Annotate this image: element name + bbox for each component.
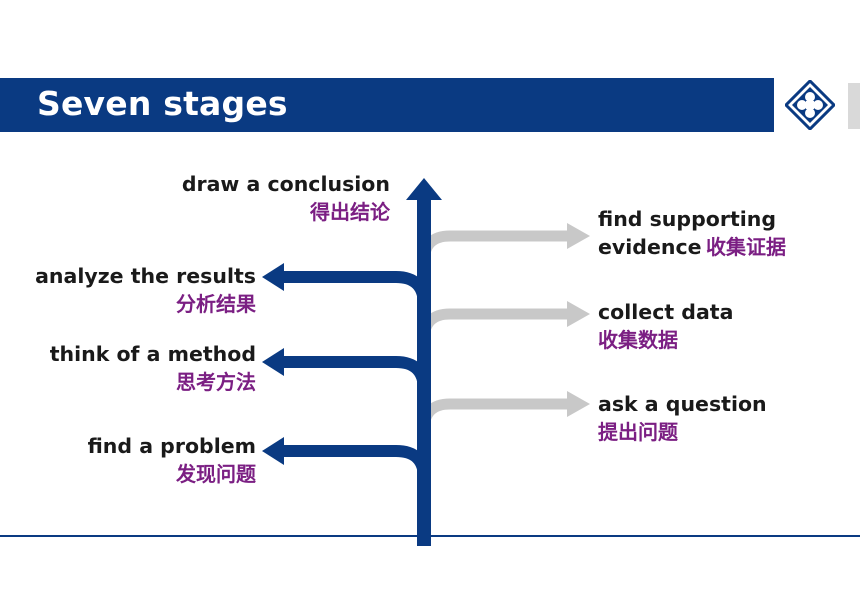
stage-find-supporting-evidence: find supporting evidence 收集证据 <box>598 205 858 261</box>
stage-ask-a-question: ask a question 提出问题 <box>598 390 858 446</box>
stage-draw-a-conclusion: draw a conclusion 得出结论 <box>70 170 390 226</box>
stage-think-of-a-method: think of a method 思考方法 <box>0 340 256 396</box>
arrow-to-analyze-the-results <box>282 271 430 330</box>
arrow-to-find-supporting-evidence <box>418 230 570 290</box>
page-title: Seven stages <box>37 84 288 123</box>
stage-label-en: draw a conclusion <box>181 172 390 196</box>
stage-label-zh: 分析结果 <box>176 292 256 316</box>
stage-label-en: think of a method <box>49 342 256 366</box>
stage-label-zh: 收集证据 <box>705 235 786 259</box>
stage-label-zh: 思考方法 <box>176 370 256 394</box>
stage-label-en-line2: evidence <box>598 235 702 259</box>
main-stage-arrow-head <box>406 178 442 200</box>
main-stage-arrow-shaft <box>417 198 431 546</box>
title-banner <box>0 78 774 132</box>
stage-label-en: collect data <box>598 300 734 324</box>
stage-find-a-problem: find a problem 发现问题 <box>0 432 256 488</box>
stage-label-en: analyze the results <box>35 264 256 288</box>
stage-label-en: find a problem <box>87 434 256 458</box>
arrow-to-find-a-problem <box>282 445 430 500</box>
arrow-to-think-of-a-method <box>282 356 430 410</box>
diamond-cross-logo-icon <box>785 80 835 130</box>
stage-label-en: find supporting <box>598 207 777 231</box>
stage-analyze-the-results: analyze the results 分析结果 <box>0 262 256 318</box>
arrow-to-collect-data <box>418 308 570 380</box>
stage-label-zh: 发现问题 <box>176 462 256 486</box>
stage-collect-data: collect data 收集数据 <box>598 298 858 354</box>
stage-label-zh: 收集数据 <box>598 328 678 352</box>
stage-label-zh: 得出结论 <box>310 200 390 224</box>
bottom-divider <box>0 535 860 537</box>
arrow-to-ask-a-question <box>418 398 570 470</box>
stage-label-en: ask a question <box>598 392 767 416</box>
stage-label-zh: 提出问题 <box>598 420 678 444</box>
side-tab <box>848 83 860 129</box>
